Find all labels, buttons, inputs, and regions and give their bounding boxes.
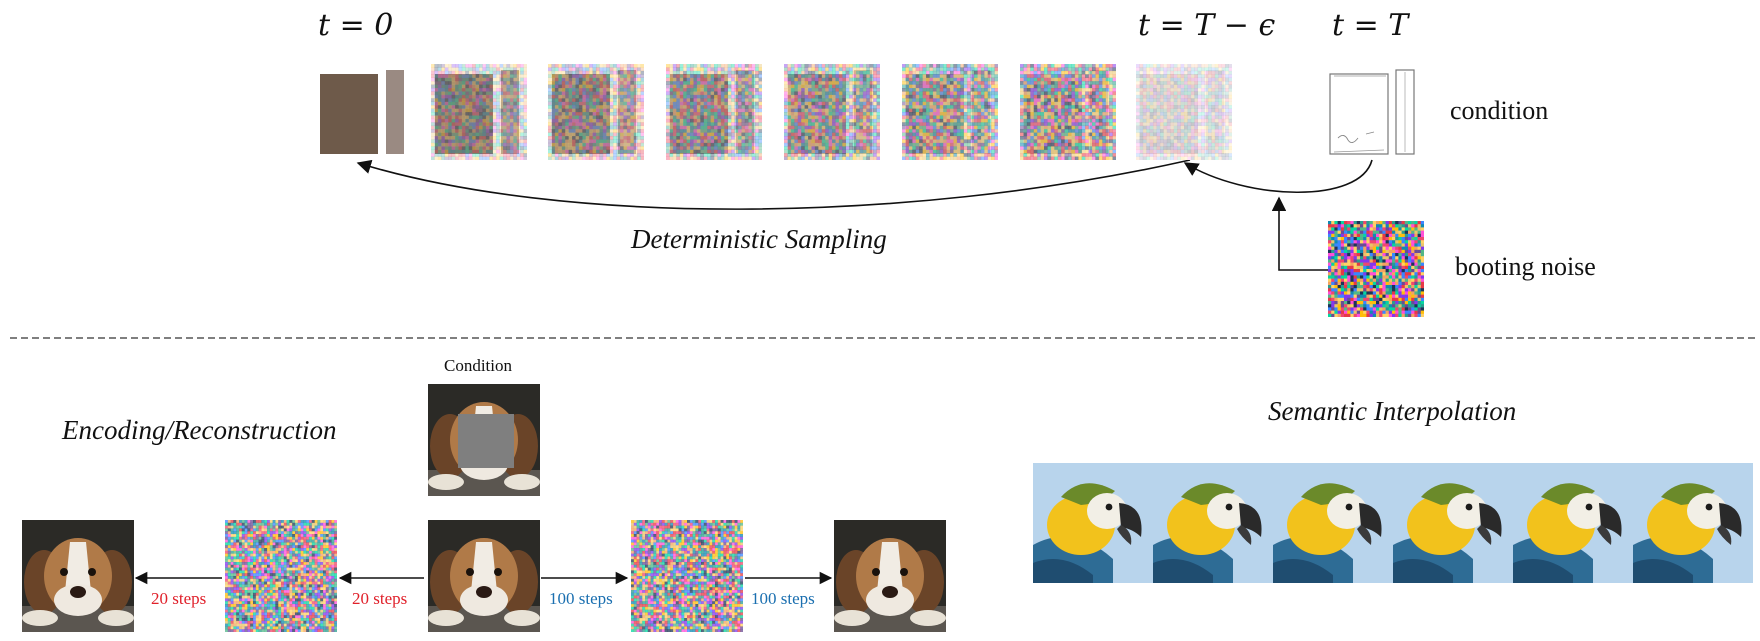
sampling-step-3 [548, 64, 644, 160]
parrot-frame-5 [1513, 463, 1633, 583]
parrot-frame-6 [1633, 463, 1753, 583]
steps-label-3: 100 steps [549, 589, 613, 608]
semantic-interpolation-title: Semantic Interpolation [1268, 396, 1517, 426]
label-t-T-minus-eps: t = T − ϵ [1138, 8, 1276, 43]
booting-noise-image [1328, 221, 1424, 317]
parrot-frame-4 [1393, 463, 1513, 583]
deterministic-sampling-label: Deterministic Sampling [631, 224, 887, 254]
parrot-frame-1 [1033, 463, 1153, 583]
label-t0: t = 0 [318, 8, 394, 43]
condition-label: condition [1450, 96, 1549, 125]
sampling-step-6 [902, 64, 998, 160]
reconstructed-dog-left [22, 520, 134, 632]
sampling-step-5 [784, 64, 880, 160]
steps-label-2: 20 steps [352, 589, 408, 608]
masked-dog-condition-image [428, 384, 540, 496]
condition-sketch-image [1326, 64, 1422, 160]
steps-label-1: 20 steps [151, 589, 207, 608]
sampling-step-7 [1020, 64, 1116, 160]
noise-100steps [631, 520, 743, 632]
booting-noise-arrow [1271, 196, 1328, 271]
sampling-step-1 [316, 64, 412, 160]
reconstructed-dog-right [834, 520, 946, 632]
steps-label-4: 100 steps [751, 589, 815, 608]
sampling-arc [356, 159, 1191, 210]
sampling-step-8 [1136, 64, 1232, 160]
condition-caption: Condition [444, 356, 513, 375]
booting-noise-label: booting noise [1455, 252, 1596, 281]
parrot-frame-2 [1153, 463, 1273, 583]
noise-20steps [225, 520, 337, 632]
sampling-step-2 [431, 64, 527, 160]
parrot-interpolation-strip [1033, 463, 1755, 583]
condition-to-teps-arc [1183, 159, 1373, 194]
sampling-step-4 [666, 64, 762, 160]
parrot-frame-3 [1273, 463, 1393, 583]
input-dog-center [428, 520, 540, 632]
label-tT: t = T [1332, 8, 1409, 43]
encoding-reconstruction-title: Encoding/Reconstruction [62, 415, 337, 445]
